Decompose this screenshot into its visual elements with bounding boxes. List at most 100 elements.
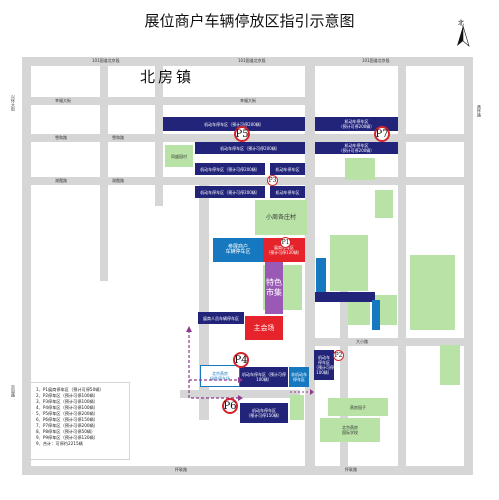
green-block-1 [345, 158, 375, 180]
zone-p4-mid: 机动车停车区（预计可停100辆） [240, 367, 288, 387]
road-xingfu [31, 97, 314, 105]
road-label-bottom-right: 怀耿路 [345, 467, 357, 472]
road-huxia [31, 177, 464, 185]
zone-band2-right: 机动车停车区 （预计可停200辆） [315, 142, 398, 154]
ne-school-label-1: 北京燕房 [342, 425, 358, 430]
zone-p3-band2-left: 机动车停车区（预计可停200辆） [195, 186, 265, 198]
marker-p1: P1 [280, 237, 291, 248]
zone-p3-band2-right: 机动车停车区 [270, 186, 305, 198]
p3-right-label: 机动车停车区 [275, 166, 300, 172]
zone-p3-left: 机动车停车区（预计可停200辆） [195, 163, 265, 175]
p4-right-label-1: 非机动车 [291, 372, 307, 377]
road-label-mid-2: 雪和路 [55, 135, 67, 140]
road-label-south-left: 京加路 [11, 385, 16, 397]
p2-label-3: （预计可停100辆） [314, 365, 334, 375]
zone-p2: 机动车 停车区 （预计可停100辆） [314, 350, 334, 380]
p3-left-label: 机动车停车区（预计可停200辆） [200, 166, 260, 172]
zone-band2: 机动车停车区（预计可停200辆） [195, 142, 305, 154]
zone-p6: 机动车停车区 （预计可停150辆） [240, 403, 288, 423]
road-v1 [100, 66, 108, 281]
road-label-101-3: 101国道北京段 [362, 58, 390, 63]
green-block-7 [348, 300, 370, 325]
zone-merchant: 参展商户 车辆停车区 [213, 238, 263, 262]
legend-item: 4、P4停车区（预计可停100辆） [36, 405, 98, 410]
p3-band2-left-label: 机动车停车区（预计可停200辆） [200, 189, 260, 195]
zone-p3-right: 机动车停车区 [270, 163, 305, 175]
gold-resort-label: 燕房园子 [350, 404, 366, 410]
road-huaigeng [22, 466, 472, 475]
p4-left-label-1: 北京燕房 [212, 371, 228, 376]
road-label-mid-7: 湖霞路 [112, 178, 124, 183]
road-label-mid-6: 湖霞路 [55, 178, 67, 183]
road-label-mid-12: 大小路 [356, 339, 368, 344]
band2-label: 机动车停车区（预计可停200辆） [220, 145, 280, 151]
green-block-6 [375, 295, 397, 325]
road-right-vertical [464, 57, 473, 475]
zone-p4-right: 非机动车 停车区 [289, 367, 309, 387]
road-label-101-1: 101国道北京段 [92, 58, 120, 63]
p2-label-1: 机动车 [318, 355, 330, 360]
road-v2 [155, 66, 163, 206]
road-left-vertical [22, 57, 31, 377]
ne-school-label-2: 国际学校 [342, 430, 358, 435]
legend-item: 8、P8停车区（预计可停50辆） [36, 429, 96, 434]
map-title: 展位商户车辆停放区指引示意图 [144, 12, 355, 30]
p7-band-label-2: （预计可停200辆） [338, 124, 375, 129]
road-label-mid-3: 雪和路 [112, 135, 124, 140]
legend-item: 7、P7停车区（预计可停200辆） [36, 423, 98, 428]
tongsheng-label: 同盛园村 [171, 153, 187, 159]
p7-band-label-1: 机动车停车区 [344, 119, 369, 124]
p6-label-1: 机动车停车区 [252, 408, 276, 413]
main-venue-label: 主会场 [253, 323, 275, 332]
p4-right-label-2: 停车区 [293, 377, 305, 382]
band2-right-label-1: 机动车停车区 [344, 143, 369, 148]
marker-p6: P6 [222, 398, 238, 414]
green-gold-resort: 燕房园子 [328, 398, 388, 416]
green-block-8 [290, 395, 304, 420]
road-101 [22, 57, 472, 66]
legend-item: 9、P9停车区（预计可停120辆） [36, 435, 98, 440]
legend-item: 1、P1展商停车区（预计可停50辆） [36, 387, 104, 392]
road-label-mid-0: 幸福大街 [55, 98, 71, 103]
road-label-bottom-left: 怀耿路 [175, 467, 187, 472]
area-name: 北房镇 [140, 68, 195, 86]
green-ne-school: 北京燕房 国际学校 [320, 418, 380, 442]
road-label-left: 兴怀大街 [11, 95, 16, 111]
legend-item: 9、合计：可停约2215辆 [36, 441, 83, 446]
north-arrow-icon: 北 [455, 18, 471, 48]
road-daxiao [306, 338, 464, 346]
marker-p5: P5 [234, 126, 250, 142]
p4-mid-label: 机动车停车区（预计可停100辆） [242, 372, 286, 382]
p1-label-2: （预计可停120辆） [266, 250, 302, 255]
road-v6 [340, 290, 348, 466]
p2-label-2: 停车区 [318, 360, 330, 365]
green-block-3 [410, 255, 455, 330]
green-block-5 [330, 235, 368, 291]
zone-exhibitor: 展商人员车辆停车区 [198, 312, 244, 324]
legend-item: 5、P5停车区（预计可停200辆） [36, 411, 98, 416]
green-block-9 [280, 265, 302, 310]
marker-p4: P4 [233, 352, 249, 368]
xiaozhuang-label: 小周各庄村 [265, 214, 296, 221]
zone-market: 特色 市集 [265, 262, 283, 314]
p3-band2-right-label: 机动车停车区 [275, 189, 300, 195]
p6-label-2: （预计可停150辆） [246, 413, 282, 418]
north-label: 北 [458, 20, 465, 27]
marker-p2: P2 [333, 350, 344, 361]
green-block-2 [375, 190, 393, 218]
green-block-4 [440, 345, 460, 385]
p4-left-label-2: 绿色停车场 [210, 376, 230, 381]
road-v5 [398, 66, 406, 466]
zone-blue-strip-3 [372, 300, 380, 330]
market-label-2: 市集 [266, 288, 282, 297]
merchant-label-2: 车辆停车区 [225, 249, 251, 255]
zone-p5-band: 机动车停车区（预计可停200辆） [163, 117, 305, 131]
legend-item: 3、P3停车区（预计可停100辆） [36, 399, 98, 404]
road-label-right: 燕怀路 [477, 105, 482, 117]
zone-blue-strip-1 [316, 258, 326, 298]
merchant-label-1: 参展商户 [227, 244, 248, 250]
road-south-left [180, 390, 300, 398]
